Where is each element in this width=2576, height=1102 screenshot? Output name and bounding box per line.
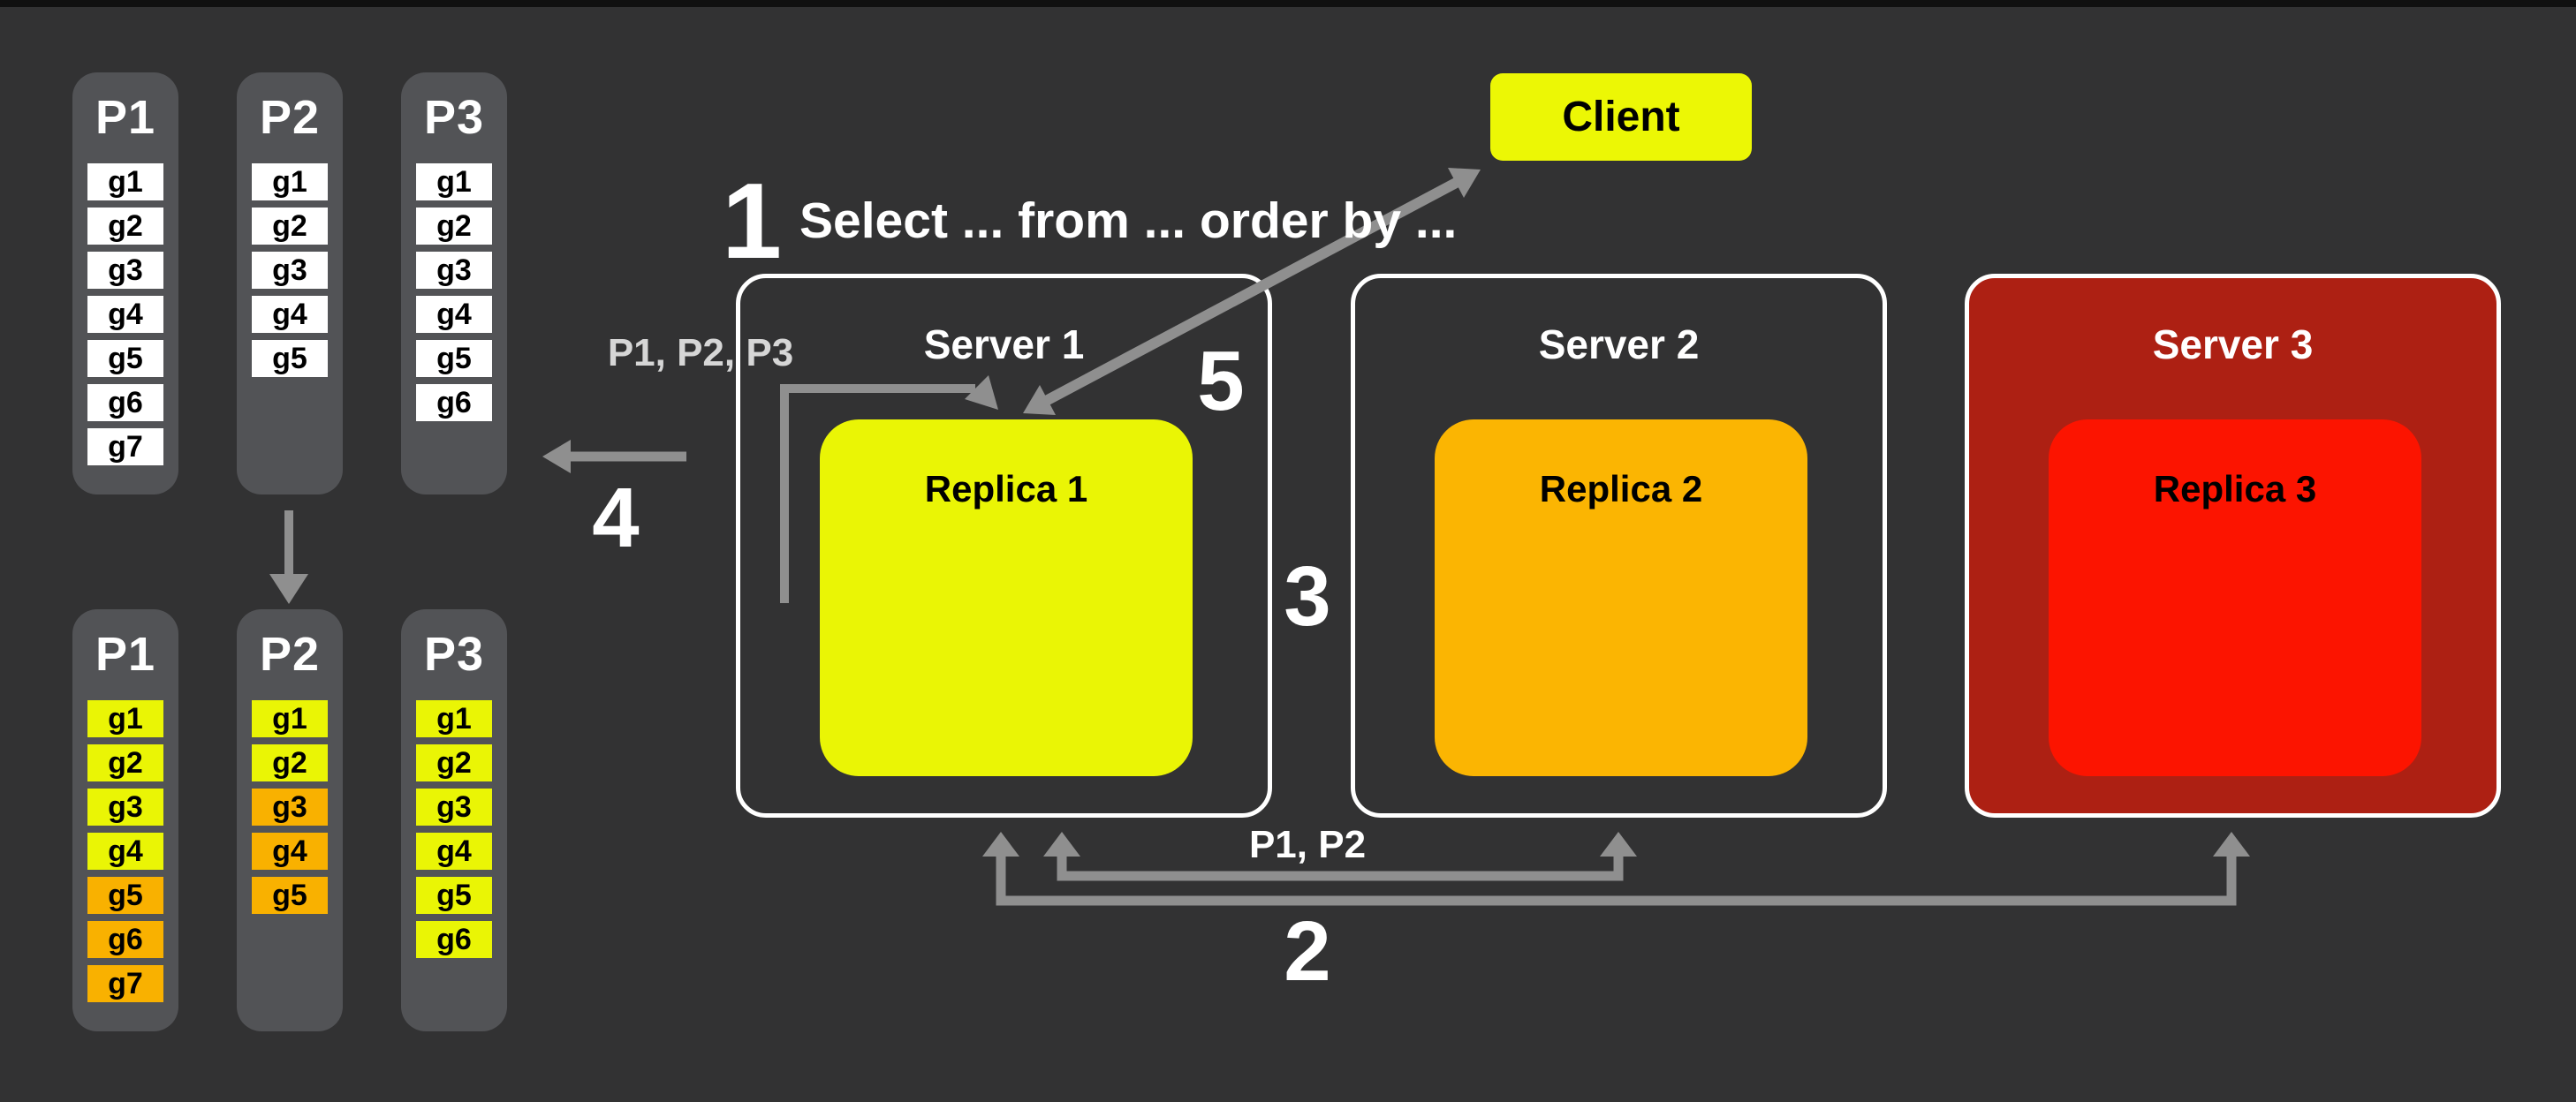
replica-label: Replica 2 xyxy=(1539,468,1703,509)
partition-title: P1 xyxy=(95,91,156,144)
query-text: Select ... from ... order by ... xyxy=(799,192,1458,249)
partition-title: P3 xyxy=(423,91,485,144)
partition-title: P2 xyxy=(259,91,321,144)
partition-cell: g2 xyxy=(252,208,328,245)
partition-cell: g6 xyxy=(87,921,163,958)
partition-cell: g3 xyxy=(87,252,163,289)
partition-cell: g3 xyxy=(416,789,492,826)
replica-label: Replica 1 xyxy=(924,468,1088,509)
partition-cell: g4 xyxy=(252,296,328,333)
partition-cell: g2 xyxy=(416,744,492,781)
replica-1: Replica 1 xyxy=(820,419,1193,776)
partition-cell: g1 xyxy=(252,163,328,200)
server-box-1: Server 1 Replica 1 xyxy=(736,274,1272,818)
cell-list: g1 g2 g3 g4 g5 xyxy=(252,700,328,914)
partition-column-after-p1: P1 g1 g2 g3 g4 g5 g6 g7 xyxy=(72,609,178,1031)
partition-cell: g1 xyxy=(416,163,492,200)
partition-cell: g5 xyxy=(87,877,163,914)
partition-cell: g4 xyxy=(416,833,492,870)
client-box: Client xyxy=(1490,73,1752,161)
partition-cell: g6 xyxy=(416,921,492,958)
server-box-3: Server 3 Replica 3 xyxy=(1965,274,2501,818)
cell-list: g1 g2 g3 g4 g5 g6 g7 xyxy=(87,163,163,465)
partition-cell: g5 xyxy=(416,340,492,377)
partition-cell: g3 xyxy=(416,252,492,289)
partition-cell: g5 xyxy=(252,877,328,914)
partition-cell: g1 xyxy=(416,700,492,737)
sort-down-arrow xyxy=(269,510,308,604)
partition-cell: g1 xyxy=(87,163,163,200)
partition-cell: g4 xyxy=(87,296,163,333)
partition-cell: g4 xyxy=(416,296,492,333)
partition-column-after-p3: P3 g1 g2 g3 g4 g5 g6 xyxy=(401,609,507,1031)
step4-left-arrow xyxy=(542,440,686,473)
step-number-3: 3 xyxy=(1284,549,1331,644)
partition-cell: g6 xyxy=(416,384,492,421)
cell-list: g1 g2 g3 g4 g5 xyxy=(252,163,328,377)
partition-cell: g3 xyxy=(252,252,328,289)
partition-cell: g2 xyxy=(416,208,492,245)
server-title: Server 2 xyxy=(1538,321,1700,367)
top-edge-bar xyxy=(0,0,2576,7)
partition-column-before-p3: P3 g1 g2 g3 g4 g5 g6 xyxy=(401,72,507,494)
partition-cell: g6 xyxy=(87,384,163,421)
partition-cell: g5 xyxy=(416,877,492,914)
step-number-4: 4 xyxy=(592,471,640,565)
replica-label: Replica 3 xyxy=(2153,468,2317,509)
partition-cell: g4 xyxy=(87,833,163,870)
forward-partitions-label: P1, P2 xyxy=(1248,823,1367,866)
partition-cell: g5 xyxy=(87,340,163,377)
partition-cell: g7 xyxy=(87,965,163,1002)
partition-cell: g2 xyxy=(87,744,163,781)
partition-cell: g5 xyxy=(252,340,328,377)
step-number-5: 5 xyxy=(1197,334,1245,428)
replica-2: Replica 2 xyxy=(1435,419,1807,776)
partition-title: P3 xyxy=(423,628,485,681)
replica-3: Replica 3 xyxy=(2049,419,2421,776)
partition-cell: g3 xyxy=(87,789,163,826)
step-number-1: 1 xyxy=(722,161,782,281)
step-number-2: 2 xyxy=(1284,904,1331,999)
cell-list: g1 g2 g3 g4 g5 g6 xyxy=(416,163,492,421)
partition-column-after-p2: P2 g1 g2 g3 g4 g5 xyxy=(237,609,343,1031)
cell-list: g1 g2 g3 g4 g5 g6 xyxy=(416,700,492,958)
partition-title: P1 xyxy=(95,628,156,681)
partition-title: P2 xyxy=(259,628,321,681)
forward-arrow-server3 xyxy=(982,832,2250,906)
cell-list: g1 g2 g3 g4 g5 g6 g7 xyxy=(87,700,163,1002)
partition-column-before-p1: P1 g1 g2 g3 g4 g5 g6 g7 xyxy=(72,72,178,494)
partition-cell: g7 xyxy=(87,428,163,465)
server-title: Server 1 xyxy=(923,321,1085,367)
sent-partitions-label: P1, P2, P3 xyxy=(607,331,794,374)
partition-cell: g3 xyxy=(252,789,328,826)
partition-column-before-p2: P2 g1 g2 g3 g4 g5 xyxy=(237,72,343,494)
partition-cell: g2 xyxy=(252,744,328,781)
partition-cell: g1 xyxy=(252,700,328,737)
partition-cell: g1 xyxy=(87,700,163,737)
partition-cell: g4 xyxy=(252,833,328,870)
server-title: Server 3 xyxy=(2152,321,2314,367)
client-label: Client xyxy=(1562,94,1680,140)
partition-cell: g2 xyxy=(87,208,163,245)
server-box-2: Server 2 Replica 2 xyxy=(1351,274,1887,818)
